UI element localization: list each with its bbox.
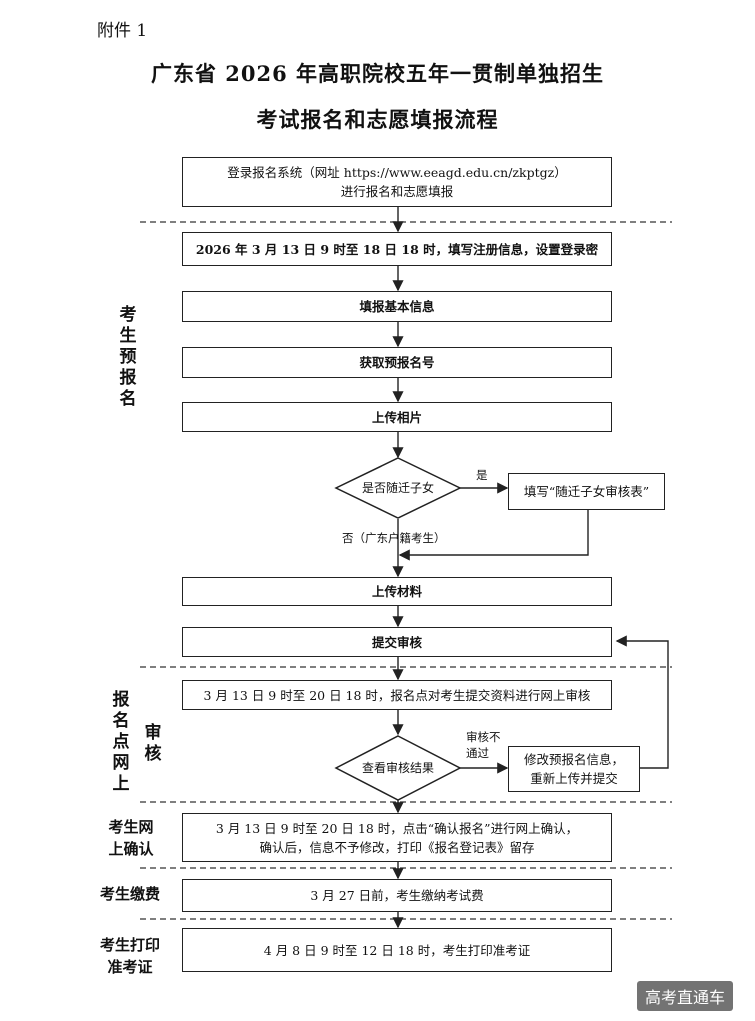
section-label-fee: 考生缴费 [99,885,160,903]
submit-review-box: 提交审核 [182,627,612,657]
page-title-line1: 广东省 2026 年高职院校五年一贯制单独招生 [150,61,605,86]
section-label-prereg: 考生预报名 [119,305,137,409]
basic-info-box: 填报基本信息 [182,291,612,322]
upload-photo-box: 上传相片 [182,402,612,432]
section-label-ticket: 考生打印 准考证 [99,936,160,976]
online-confirm-box: 3 月 13 日 9 时至 20 日 18 时，点击“确认报名”进行网上确认， … [182,813,612,862]
fee-box: 3 月 27 日前，考生缴纳考试费 [182,879,612,912]
section-label-review-b: 审核 [144,723,162,764]
register-box: 2026 年 3 月 13 日 9 时至 18 日 18 时，填写注册信息，设置… [182,232,612,266]
decision-migrant-text: 是否随迁子女 [361,481,434,495]
section-label-review-a: 报名点网上 [112,690,130,794]
login-system-box: 登录报名系统（网址 https://www.eeagd.edu.cn/zkptg… [182,157,612,207]
modify-info-box: 修改预报名信息， 重新上传并提交 [508,746,640,792]
migrant-form-box: 填写“随迁子女审核表” [508,473,665,510]
online-review-box: 3 月 13 日 9 时至 20 日 18 时，报名点对考生提交资料进行网上审核 [182,680,612,710]
page-title-line2: 考试报名和志愿填报流程 [256,107,499,132]
decision-diamond-migrant [334,457,462,519]
decision-result-text: 查看审核结果 [361,761,434,775]
decision-diamond-result [334,735,462,801]
yes-label: 是 [476,468,488,482]
section-label-confirm: 考生网 上确认 [108,818,154,858]
no-label: 否（广东户籍考生） [342,531,446,545]
watermark-logo: 高考直通车 [636,981,733,1011]
fail-label-2: 通过 [466,746,489,760]
prereg-number-box: 获取预报名号 [182,347,612,378]
attachment-label: 附件 1 [97,21,148,41]
upload-materials-box: 上传材料 [182,577,612,606]
fail-label-1: 审核不 [466,730,501,744]
ticket-box: 4 月 8 日 9 时至 12 日 18 时，考生打印准考证 [182,928,612,972]
